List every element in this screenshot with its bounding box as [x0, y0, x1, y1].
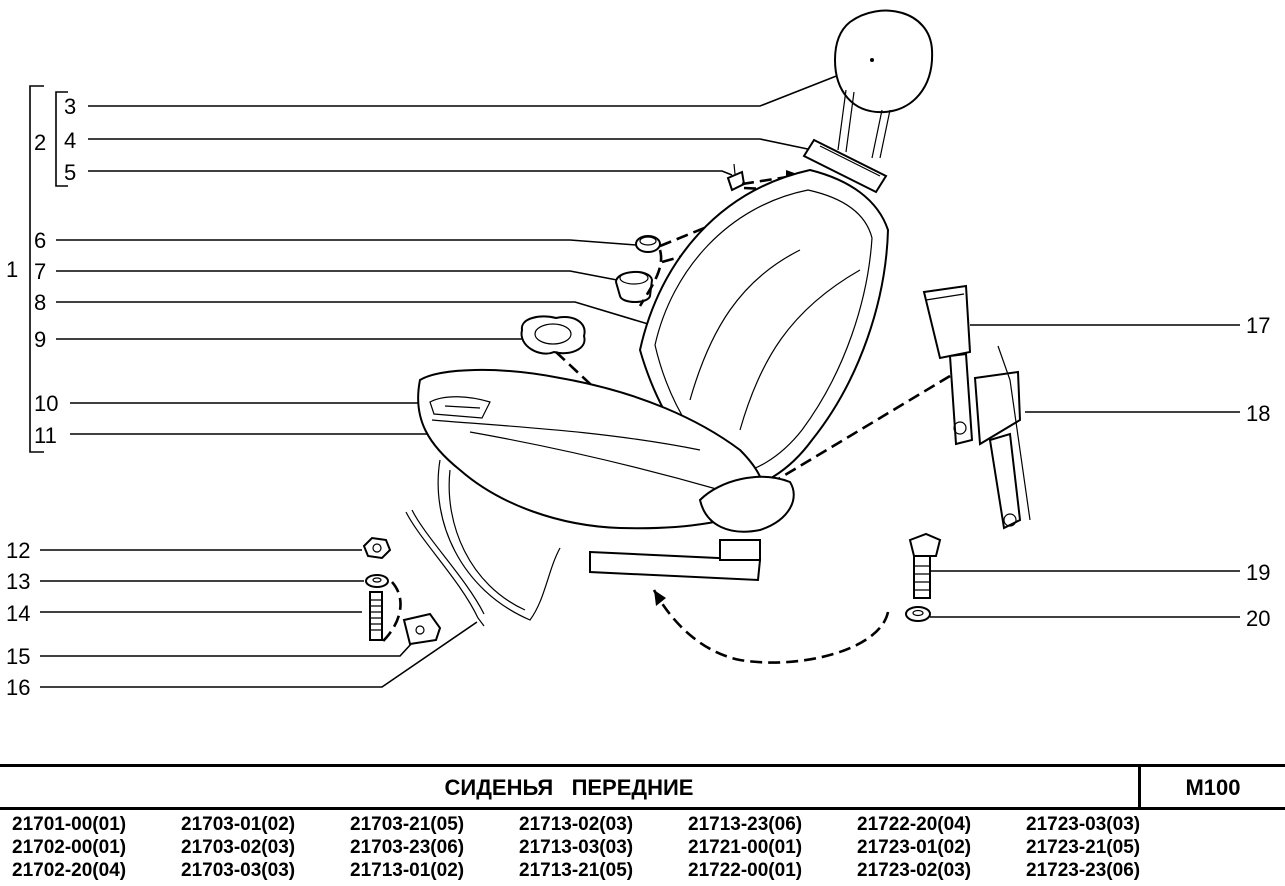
nut-12 [362, 536, 392, 560]
catalog-number: 21723-02(03) [857, 860, 972, 881]
callout-7: 7 [34, 259, 46, 284]
catalog-number: 21703-23(06) [350, 837, 465, 858]
catalog-number: 21701-00(01) [12, 814, 127, 835]
callout-5: 5 [64, 160, 76, 185]
seat-exploded-diagram: 1 2 3 4 5 6 7 8 9 10 11 12 13 14 15 16 1… [6, 9, 1270, 700]
belt-buckle [922, 284, 1031, 530]
callout-13: 13 [6, 569, 30, 594]
catalog-number: 21703-02(03) [181, 837, 296, 858]
callout-15: 15 [6, 644, 30, 669]
catalog-number: 21713-02(03) [519, 814, 634, 835]
bracket-group-1 [29, 85, 44, 453]
page-code: M100 [1138, 767, 1285, 807]
headrest [833, 9, 934, 159]
callout-10: 10 [34, 391, 58, 416]
catalog-number: 21703-03(03) [181, 860, 296, 881]
leader-lines [40, 61, 1240, 688]
washer-13 [365, 574, 389, 588]
catalog-number: 21722-20(04) [857, 814, 972, 835]
title-block: СИДЕНЬЯ ПЕРЕДНИЕ M100 [0, 764, 1285, 810]
catalog-number: 21713-21(05) [519, 860, 634, 881]
catalog-number: 21703-01(02) [181, 814, 296, 835]
callout-16: 16 [6, 675, 30, 700]
page-title: СИДЕНЬЯ ПЕРЕДНИЕ [444, 775, 694, 800]
callout-20: 20 [1246, 606, 1270, 631]
callout-6: 6 [34, 228, 46, 253]
headrest-guide [802, 138, 888, 194]
catalog-number: 21723-21(05) [1026, 837, 1141, 858]
washer-20 [905, 606, 931, 622]
catalog-number: 21723-03(03) [1026, 814, 1141, 835]
stud-14 [369, 591, 383, 641]
catalog-number: 21702-20(04) [12, 860, 127, 881]
callout-18: 18 [1246, 401, 1270, 426]
seat-base [437, 459, 795, 621]
callout-17: 17 [1246, 313, 1270, 338]
catalog-number: 21723-23(06) [1026, 860, 1141, 881]
plug-6 [635, 235, 661, 253]
callout-3: 3 [64, 94, 76, 119]
callout-11: 11 [34, 423, 57, 448]
callout-1: 1 [6, 257, 18, 282]
bolt-19 [908, 532, 942, 599]
catalog-number: 21721-00(01) [688, 837, 803, 858]
callout-4: 4 [64, 128, 76, 153]
clip-9 [520, 315, 586, 355]
plate-15 [402, 612, 442, 646]
callout-9: 9 [34, 327, 46, 352]
catalog-number: 21713-23(06) [688, 814, 803, 835]
catalog-number: 21723-01(02) [857, 837, 972, 858]
catalog-number: 21713-03(03) [519, 837, 634, 858]
bar-16 [405, 509, 485, 627]
catalog-number: 21722-00(01) [688, 860, 803, 881]
callout-2: 2 [34, 130, 46, 155]
catalog-number: 21703-21(05) [350, 814, 465, 835]
callout-14: 14 [6, 601, 30, 626]
bracket-group-2 [55, 91, 68, 187]
screw-5 [726, 163, 746, 192]
catalog-number: 21702-00(01) [12, 837, 127, 858]
catalog-number-grid: 21701-00(01) 21703-01(02) 21703-21(05) 2171… [12, 814, 1272, 883]
bushing-7 [614, 271, 654, 303]
catalog-number: 21713-01(02) [350, 860, 465, 881]
callout-12: 12 [6, 538, 30, 563]
callout-8: 8 [34, 290, 46, 315]
callout-19: 19 [1246, 560, 1270, 585]
